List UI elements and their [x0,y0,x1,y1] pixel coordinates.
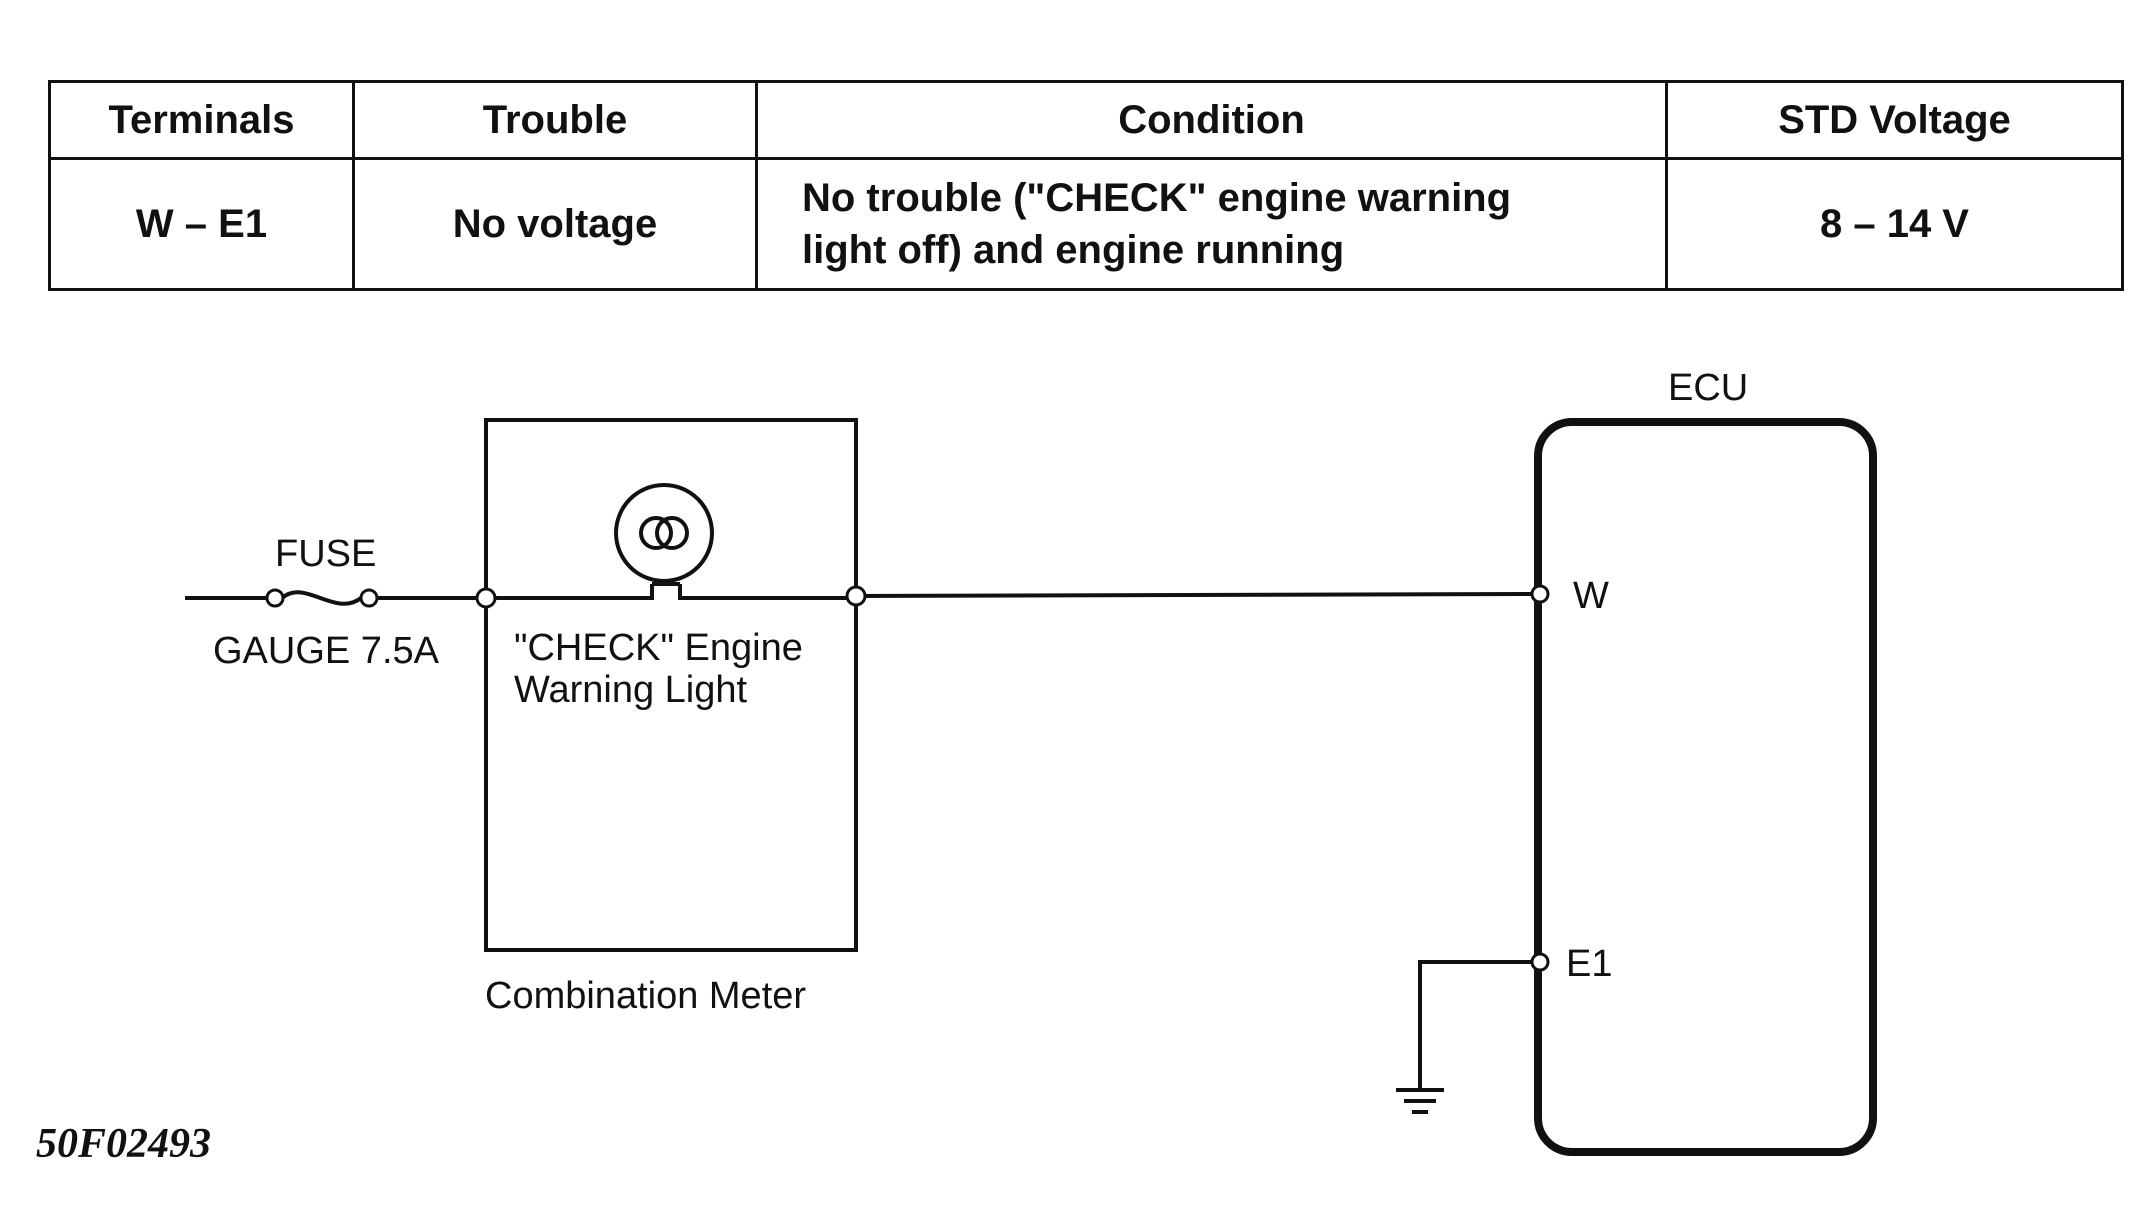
fuse-terminal-left [265,588,285,608]
lamp-wire-left [486,584,654,600]
lamp-label-line-2: Warning Light [514,669,747,711]
combination-meter-box [484,418,858,952]
condition-line-1: No trouble ("CHECK" engine warning [802,176,1512,220]
bulb-filament-left-icon [639,516,673,550]
cell-std-voltage: 8 – 14 V [1665,157,2124,291]
terminal-w-label: W [1573,575,1609,617]
spec-table: Terminals Trouble Condition STD Voltage … [48,80,2124,291]
table-row: W – E1 No voltage No trouble ("CHECK" en… [48,157,2124,291]
meter-to-ecu-wire [855,592,1541,598]
figure-id: 50F02493 [36,1121,212,1167]
ecu-box [1534,418,1877,1156]
terminal-e1-label: E1 [1566,943,1612,985]
meter-output-terminal [845,585,867,607]
ground-icon [1396,1088,1444,1114]
fuse-symbol [280,590,363,606]
cell-trouble: No voltage [352,157,758,291]
header-trouble: Trouble [352,80,758,160]
combination-meter-label: Combination Meter [485,975,806,1017]
bulb-icon [614,483,714,583]
fuse-rating-label: GAUGE 7.5A [213,630,440,672]
cell-terminals: W – E1 [48,157,355,291]
meter-input-terminal [475,587,497,609]
table-header-row: Terminals Trouble Condition STD Voltage [48,80,2124,160]
fuse-terminal-right [359,588,379,608]
bulb-filament-right-icon [655,516,689,550]
ecu-terminal-w [1530,584,1550,604]
lamp-label-line-1: "CHECK" Engine [514,627,803,669]
ground-wire [1418,960,1540,1090]
lamp-wire-right [678,584,856,600]
condition-line-2: light off) and engine running [802,228,1345,272]
fuse-label: FUSE [275,533,376,575]
ecu-terminal-e1 [1530,952,1550,972]
header-terminals: Terminals [48,80,355,160]
cell-condition: No trouble ("CHECK" engine warning light… [755,157,1668,291]
ecu-label: ECU [1668,367,1748,409]
header-std-voltage: STD Voltage [1665,80,2124,160]
header-condition: Condition [755,80,1668,160]
